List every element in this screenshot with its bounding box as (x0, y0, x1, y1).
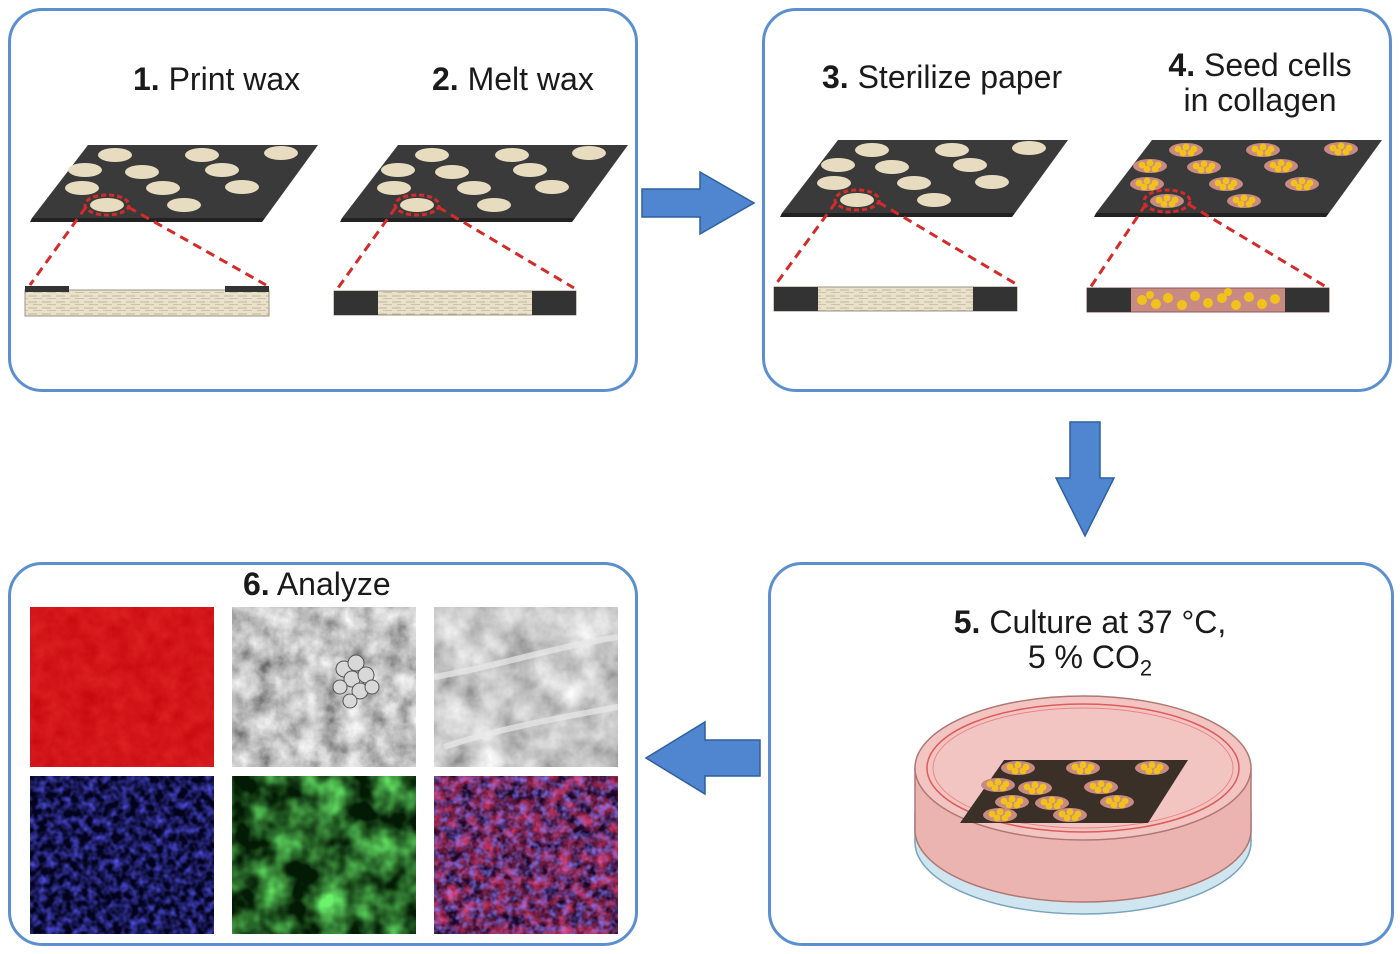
step-1-paper-plate (30, 145, 318, 222)
step-5-paper-plate (960, 760, 1188, 823)
arrow-down-right (1054, 421, 1116, 538)
step-1-label: 1. Print wax (133, 61, 301, 97)
sem-image-2 (434, 607, 618, 767)
arrow-left-bottom (644, 720, 761, 796)
step-1-zoom-lines (28, 205, 267, 287)
green-fluorescence-image (232, 776, 416, 934)
arrow-right-top (641, 170, 756, 236)
red-fluorescence-image (30, 607, 214, 767)
step-4-zoom-lines (1088, 202, 1329, 290)
step-2-zoom-lines (336, 205, 575, 290)
step-3-cross-section (773, 286, 1018, 312)
step-5-label: 5. Culture at 37 °C, 5 % CO2 (953, 604, 1227, 681)
step-4-label: 4. Seed cells in collagen (1168, 47, 1352, 119)
step-4-paper-plate (1094, 140, 1382, 217)
step-4-cross-section (1086, 287, 1330, 313)
step-3-paper-plate (780, 140, 1068, 217)
merged-fluorescence-image (434, 776, 618, 934)
step-3-label: 3. Sterilize paper (822, 59, 1063, 95)
step-2-cross-section (333, 290, 577, 316)
step-2-paper-plate (340, 145, 628, 222)
sem-image-1 (232, 607, 416, 767)
step-2-label: 2. Melt wax (432, 61, 594, 97)
step-1-cross-section (24, 286, 270, 317)
blue-fluorescence-image (30, 776, 214, 934)
step-6-label: 6. Analyze (243, 566, 391, 602)
step-3-zoom-lines (774, 200, 1017, 286)
